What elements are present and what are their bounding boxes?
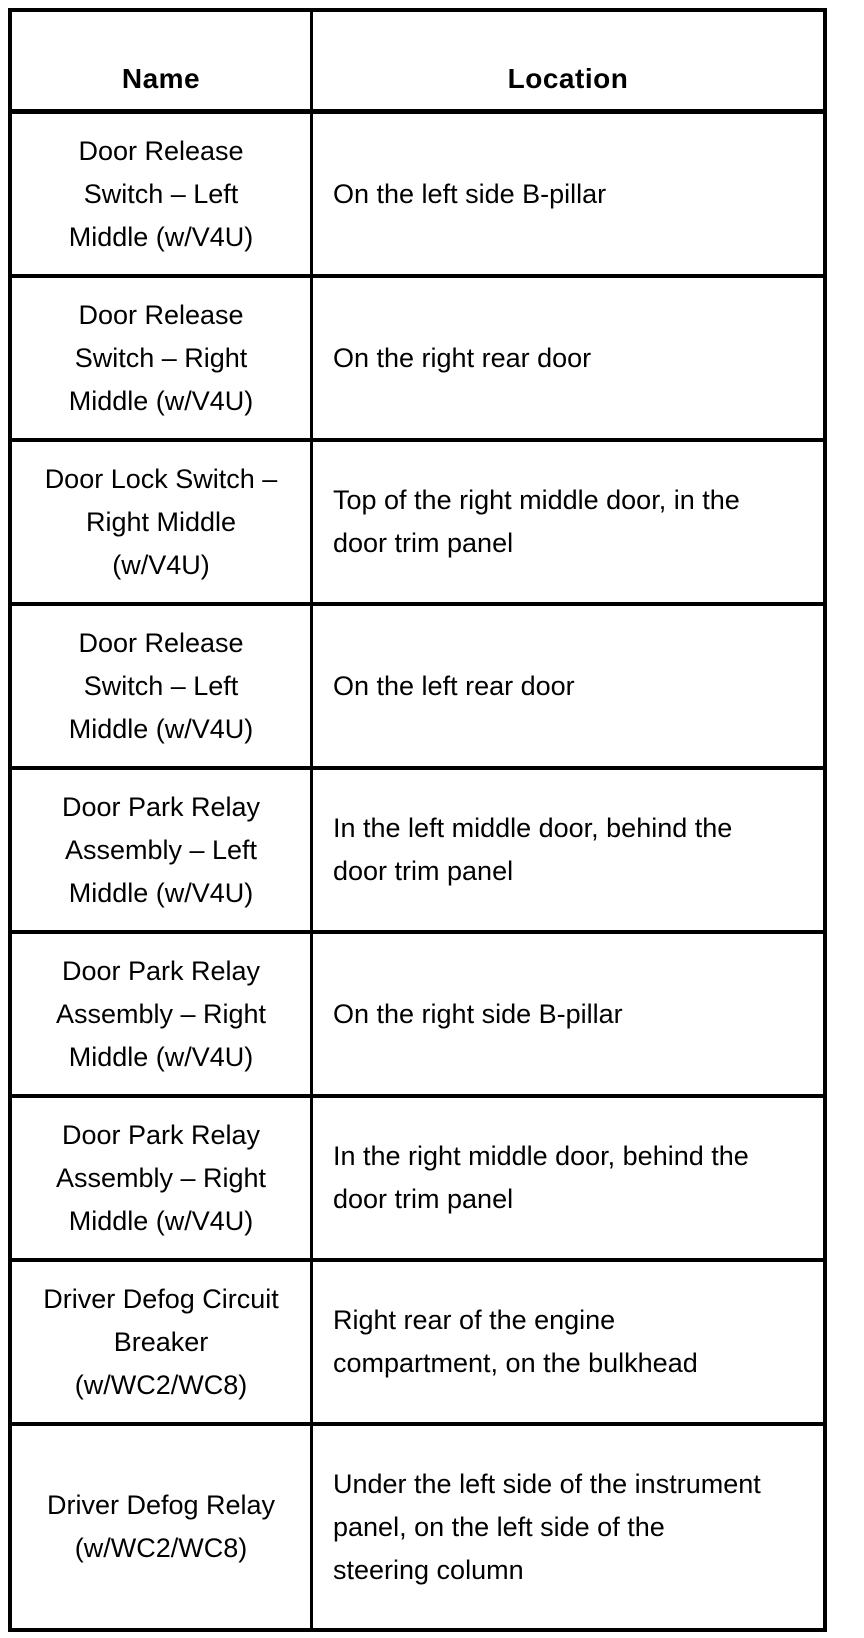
location-line: compartment, on the bulkhead <box>333 1348 698 1378</box>
location-line: In the right middle door, behind the <box>333 1141 749 1171</box>
location-line: panel, on the left side of the <box>333 1511 665 1542</box>
name-line: Breaker <box>113 1326 209 1357</box>
name-line: Door Park Relay <box>61 1119 261 1150</box>
location-line: door trim panel <box>333 1184 514 1214</box>
name-line: Driver Defog Circuit <box>43 1283 279 1314</box>
name-line: Door Release <box>78 135 244 166</box>
name-line: Middle (w/V4U) <box>68 221 254 252</box>
location-line: Under the left side of the instrument <box>333 1468 761 1499</box>
name-line: Assembly – Right <box>55 998 267 1029</box>
location-line: On the right rear door <box>333 342 592 373</box>
name-line: Middle (w/V4U) <box>68 877 254 908</box>
component-location-cell: Under the left side of the instrument pan… <box>313 1426 823 1628</box>
table-row: Driver Defog Relay (w/WC2/WC8) Under the l… <box>12 1426 823 1628</box>
name-line: Assembly – Right <box>55 1162 267 1193</box>
name-line: Assembly – Left <box>64 834 258 865</box>
location-line: door trim panel <box>333 528 514 558</box>
location-line: door trim panel <box>333 856 514 886</box>
component-location-cell: On the right side B-pillar <box>313 934 823 1094</box>
location-line: In the left middle door, behind the <box>333 813 733 843</box>
component-location-cell: In the right middle door, behind the door… <box>313 1098 823 1258</box>
location-line: Right rear of the engine <box>333 1305 616 1335</box>
table-header-row: Name Location <box>12 12 823 114</box>
name-line: Door Release <box>78 299 244 330</box>
name-line: Right Middle <box>85 506 237 537</box>
name-line: (w/WC2/WC8) <box>74 1369 248 1400</box>
name-line: Driver Defog Relay <box>46 1490 276 1520</box>
location-line: steering column <box>333 1554 524 1585</box>
location-line: On the left rear door <box>333 670 575 701</box>
header-location: Location <box>507 63 629 94</box>
name-line: Door Lock Switch – <box>44 463 278 494</box>
name-line: Door Park Relay <box>61 955 261 986</box>
name-line: Middle (w/V4U) <box>68 385 254 416</box>
name-line: (w/V4U) <box>112 549 210 580</box>
name-line: (w/WC2/WC8) <box>74 1533 248 1563</box>
name-line: Door Release <box>78 627 244 658</box>
component-location-cell: Right rear of the engine compartment, on … <box>313 1262 823 1422</box>
component-name-cell: Door Lock Switch – Right Middle (w/V4U) <box>12 442 313 602</box>
name-line: Door Park Relay <box>61 791 261 822</box>
component-location-cell: In the left middle door, behind the door … <box>313 770 823 930</box>
name-line: Middle (w/V4U) <box>68 713 254 744</box>
component-location-cell: Top of the right middle door, in the door… <box>313 442 823 602</box>
name-line: Switch – Right <box>74 342 248 373</box>
location-line: On the left side B-pillar <box>333 178 607 209</box>
component-location-cell: On the left rear door <box>313 606 823 766</box>
name-line: Middle (w/V4U) <box>68 1205 254 1236</box>
table-row: Door Lock Switch – Right Middle (w/V4U) Top… <box>12 442 823 606</box>
component-location-cell: On the right rear door <box>313 278 823 438</box>
name-line: Switch – Left <box>83 670 239 701</box>
location-line: On the right side B-pillar <box>333 998 623 1029</box>
name-line: Switch – Left <box>83 178 239 209</box>
component-location-cell: On the left side B-pillar <box>313 114 823 274</box>
component-name-cell: Driver Defog Relay (w/WC2/WC8) <box>12 1426 313 1628</box>
header-name: Name <box>12 12 313 109</box>
location-line: Top of the right middle door, in the <box>333 485 740 515</box>
name-line: Middle (w/V4U) <box>68 1041 254 1072</box>
